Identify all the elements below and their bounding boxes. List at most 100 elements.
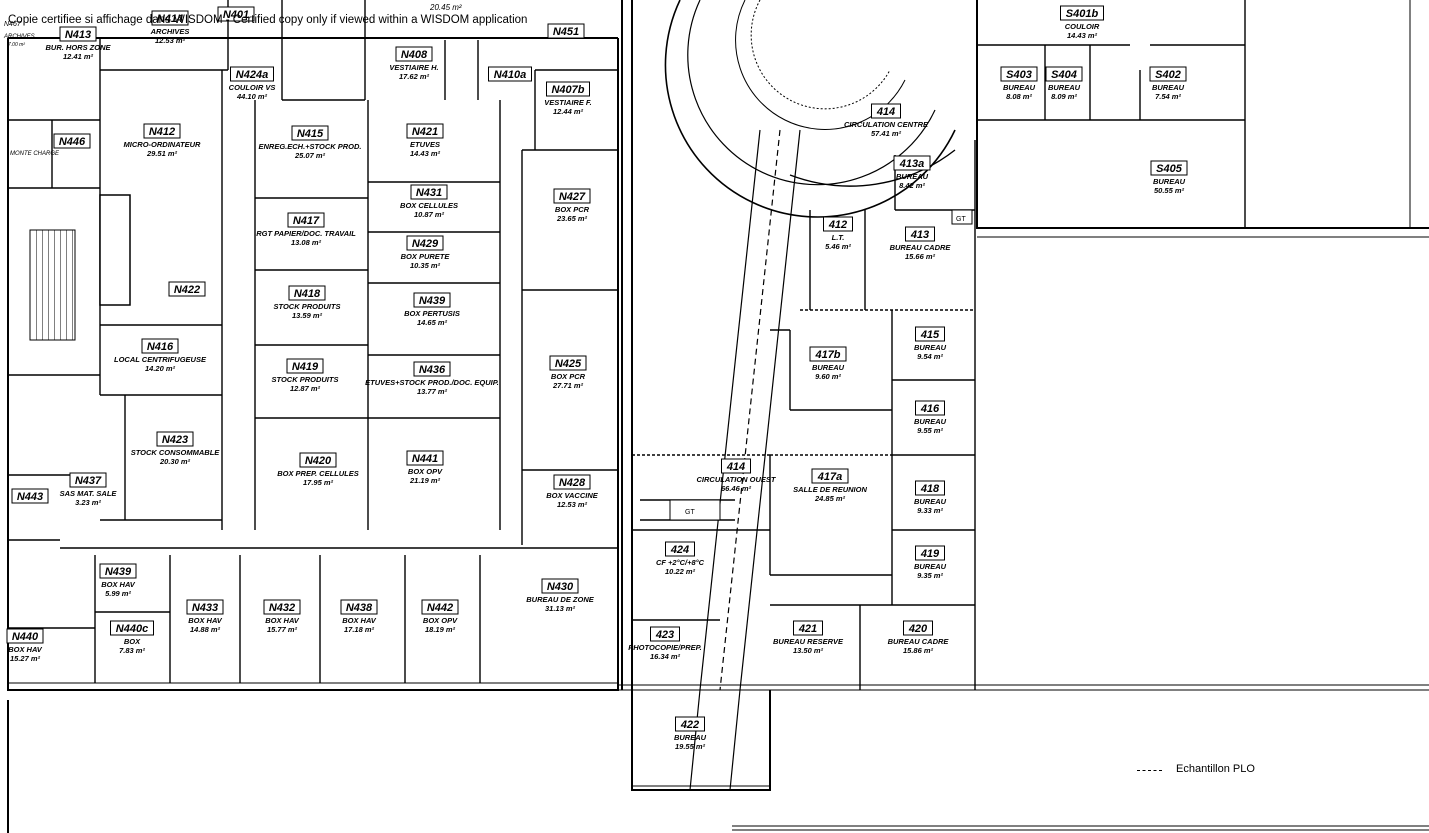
room-area: 5.99 m² (105, 589, 131, 598)
room-name: BOX HAV (8, 645, 43, 654)
room-code-box (547, 23, 585, 39)
n467-label: N467 (4, 21, 22, 28)
room-name: BUR. HORS ZONE (45, 43, 111, 52)
room-code-box (413, 361, 451, 377)
room-name: RGT PAPIER/DOC. TRAVAIL (256, 229, 356, 238)
room-code-box (541, 578, 579, 594)
room-area: 8.08 m² (1006, 92, 1032, 101)
room-code-box (230, 66, 274, 82)
room-code: N442 (427, 602, 453, 614)
room-code: N424a (236, 69, 268, 81)
room-code: S401b (1066, 8, 1099, 20)
room-name: BUREAU (1003, 83, 1036, 92)
room-code-box (650, 626, 680, 642)
room-area: 13.77 m² (417, 387, 448, 396)
room-code-box (340, 599, 378, 615)
room-code-box (299, 452, 337, 468)
room-name: BOX PREP. CELLULES (277, 469, 359, 478)
room-code: 414 (726, 461, 745, 473)
room-code: N416 (147, 341, 174, 353)
room-code-box (553, 474, 591, 490)
room-name: STOCK PRODUITS (272, 375, 339, 384)
room-code-box (421, 599, 459, 615)
room-name: BUREAU (914, 417, 947, 426)
room-area: 13.50 m² (793, 646, 824, 655)
room-area: 14.20 m² (145, 364, 176, 373)
room-code-box (406, 123, 444, 139)
room-code-box (1150, 160, 1188, 176)
room-area: 14.43 m² (410, 149, 441, 158)
room-area: 7.54 m² (1155, 92, 1181, 101)
room-code: S403 (1006, 69, 1032, 81)
room-name: BUREAU (1048, 83, 1081, 92)
room-code: 413 (910, 229, 929, 241)
room-area: 18.19 m² (425, 625, 456, 634)
room-code: N441 (412, 453, 438, 465)
room-code: 412 (828, 219, 847, 231)
room-code: N431 (416, 187, 442, 199)
room-n446: N446 (53, 133, 91, 149)
room-code-box (286, 358, 324, 374)
room-area: 15.86 m² (903, 646, 934, 655)
room-code: S402 (1155, 69, 1181, 81)
room-code: N443 (17, 491, 43, 503)
room-code: N438 (346, 602, 373, 614)
room-area: 10.35 m² (410, 261, 441, 270)
room-code-box (665, 541, 695, 557)
room-name: BUREAU (914, 497, 947, 506)
room-code-box (287, 212, 325, 228)
room-code-box (99, 563, 137, 579)
room-code-box (811, 468, 849, 484)
room-code: N440 (12, 631, 39, 643)
room-area: 57.41 m² (871, 129, 902, 138)
room-name: ETUVES+STOCK PROD./DOC. EQUIP. (365, 378, 499, 387)
room-code-box (915, 326, 945, 342)
room-name: BUREAU (914, 562, 947, 571)
room-code-box (1060, 5, 1104, 21)
room-area: 9.60 m² (815, 372, 841, 381)
room-code: 422 (680, 719, 699, 731)
room-area: 50.55 m² (1154, 186, 1185, 195)
room-name: BOX PERTUSIS (404, 309, 460, 318)
archives-side-label: ARCHIVES (3, 34, 35, 40)
room-code: 418 (920, 483, 940, 495)
room-code-box (11, 488, 49, 504)
room-code-box (1149, 66, 1187, 82)
room-area: 8.09 m² (1051, 92, 1077, 101)
room-name: ENREG.ECH.+STOCK PROD. (258, 142, 361, 151)
room-name: BUREAU RESERVE (773, 637, 844, 646)
room-code: 423 (655, 629, 674, 641)
room-area: 14.43 m² (1067, 31, 1098, 40)
room-area: 31.13 m² (545, 604, 576, 613)
room-code-box (69, 472, 107, 488)
room-code: N421 (412, 126, 438, 138)
room-name: SAS MAT. SALE (60, 489, 118, 498)
room-code: 420 (908, 623, 928, 635)
room-code-box (406, 235, 444, 251)
room-name: CIRCULATION OUEST (696, 475, 776, 484)
room-area: 5.46 m² (825, 242, 851, 251)
room-name: BUREAU (1152, 83, 1185, 92)
